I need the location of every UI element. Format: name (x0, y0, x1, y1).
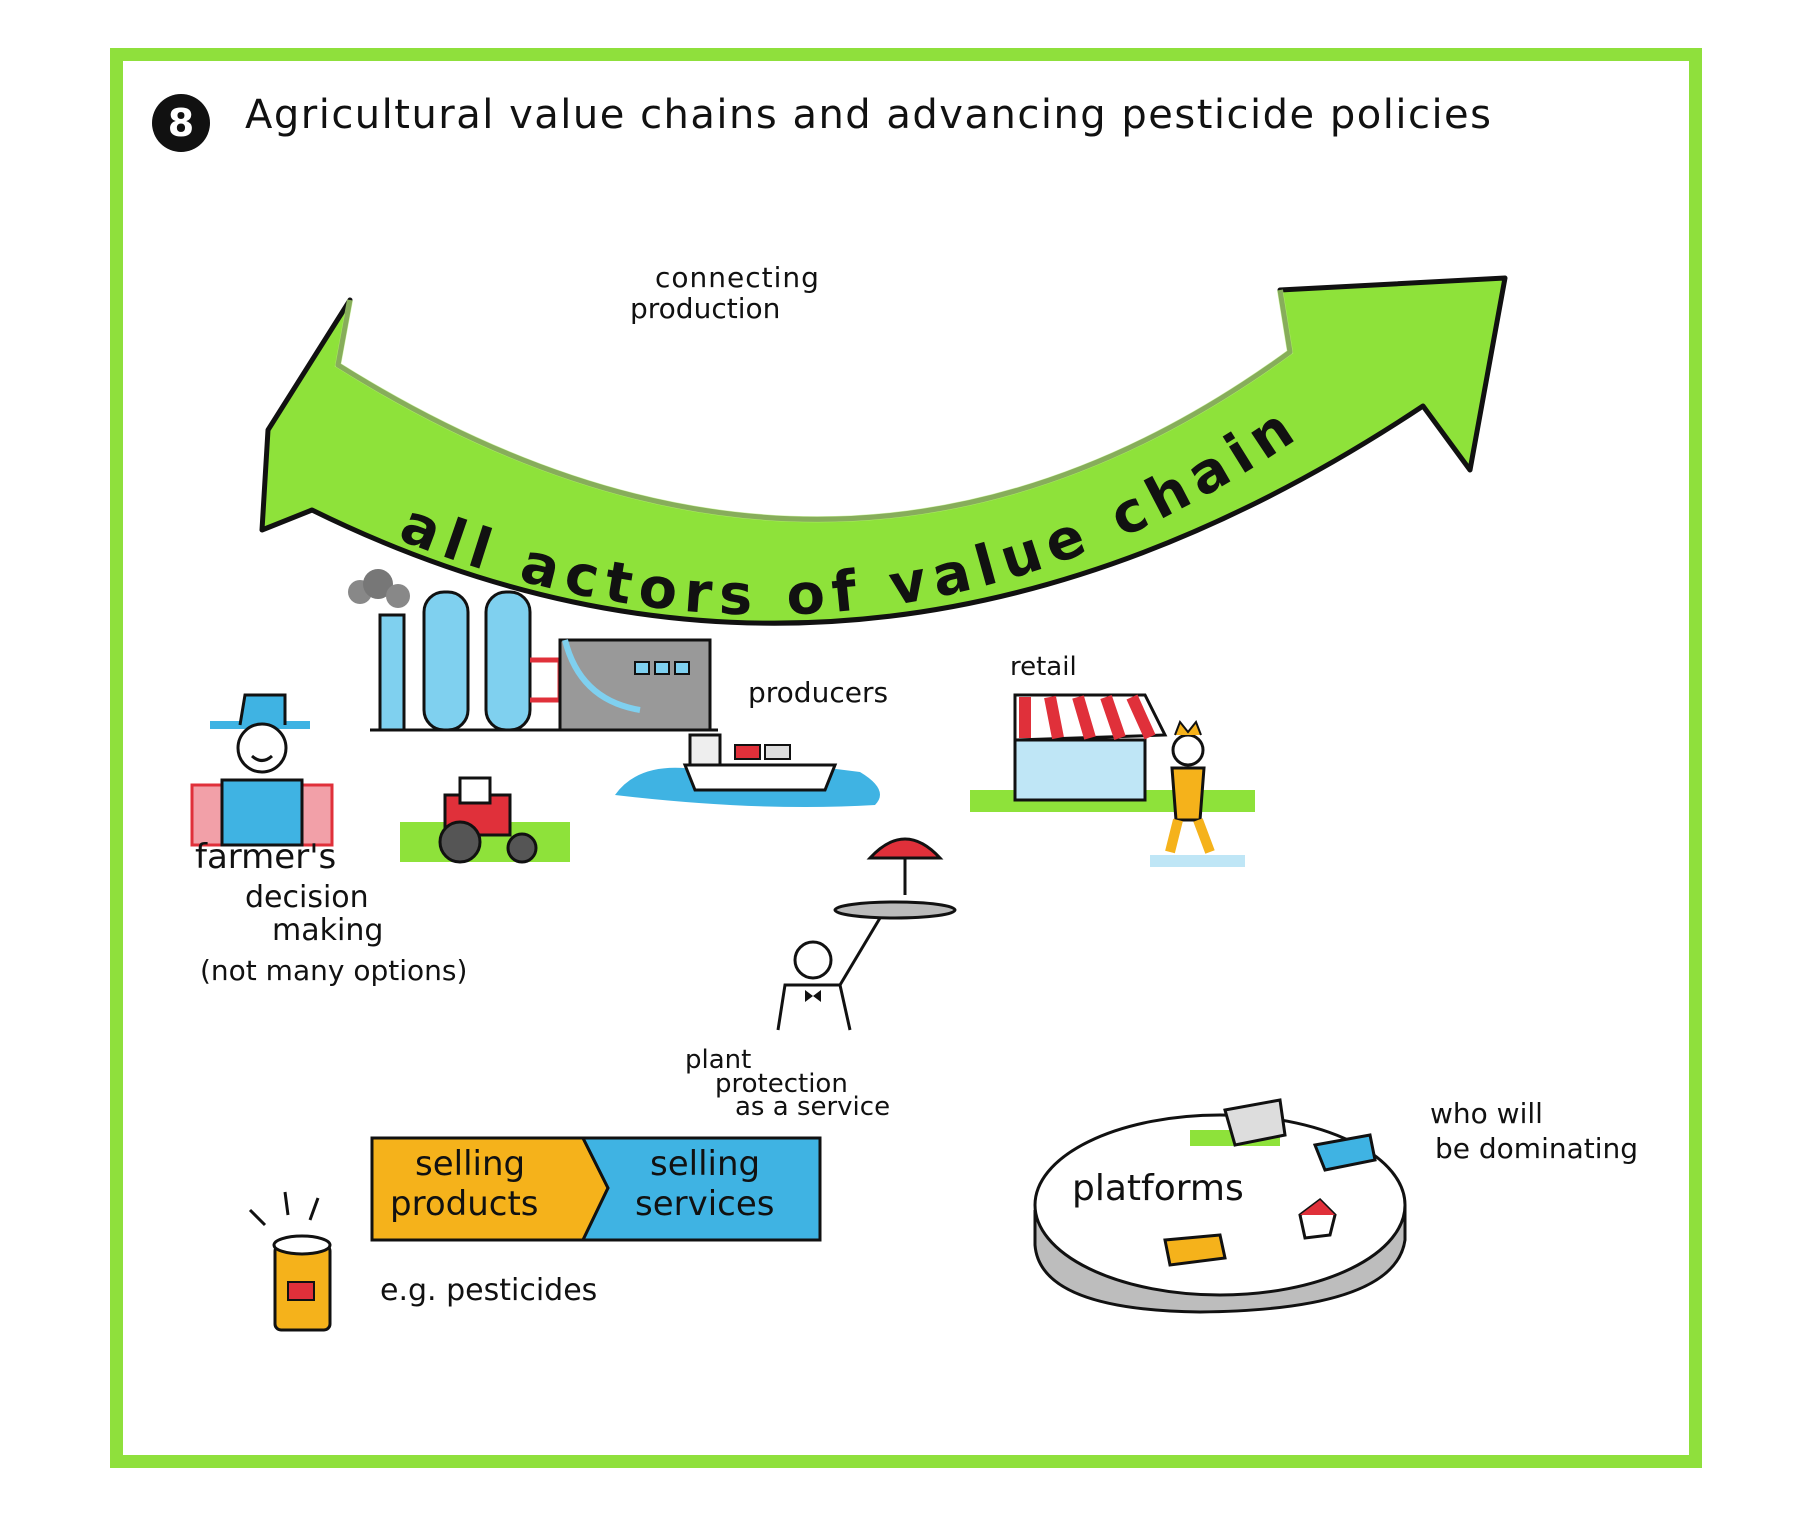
service-label-line3: as a service (735, 1092, 890, 1122)
farmer-label-line4: (not many options) (200, 954, 467, 987)
farmer-label-line3: making (272, 913, 383, 948)
selling-products-line1: selling (415, 1144, 525, 1184)
selling-services-line1: selling (650, 1144, 760, 1184)
dominating-label-line1: who will (1430, 1097, 1543, 1130)
factory-icon (348, 569, 718, 732)
pesticides-label: e.g. pesticides (380, 1273, 597, 1308)
platforms-label: platforms (1072, 1168, 1244, 1209)
tractor-icon (400, 776, 570, 864)
selling-services-arrow: selling services (580, 1136, 822, 1242)
pesticide-can-icon (248, 1191, 332, 1332)
cargo-ship-icon (615, 733, 880, 808)
waiter-with-umbrella-icon (776, 837, 957, 1031)
selling-products-arrow: selling products (370, 1136, 610, 1242)
retail-label: retail (1010, 652, 1077, 682)
page-title: Agricultural value chains and advancing … (245, 92, 1493, 138)
value-chain-arrow: all actors of value chain (259, 275, 1508, 629)
selling-products-line2: products (390, 1184, 538, 1224)
retail-shop-icon (970, 693, 1255, 867)
platform-disc-icon (1033, 1098, 1407, 1314)
farmer-label-line2: decision (245, 880, 369, 915)
connecting-label-line1: connecting (655, 261, 820, 294)
service-label-line2: protection (715, 1069, 848, 1099)
section-number-badge: 8 (152, 94, 210, 152)
farmer-icon (190, 693, 334, 847)
producers-label: producers (748, 676, 888, 709)
farmer-label-line1: farmer's (195, 837, 336, 877)
service-label-line1: plant (685, 1045, 751, 1075)
selling-services-line2: services (635, 1184, 775, 1224)
dominating-label-line2: be dominating (1435, 1132, 1638, 1165)
connecting-label-line2: production (630, 292, 780, 325)
